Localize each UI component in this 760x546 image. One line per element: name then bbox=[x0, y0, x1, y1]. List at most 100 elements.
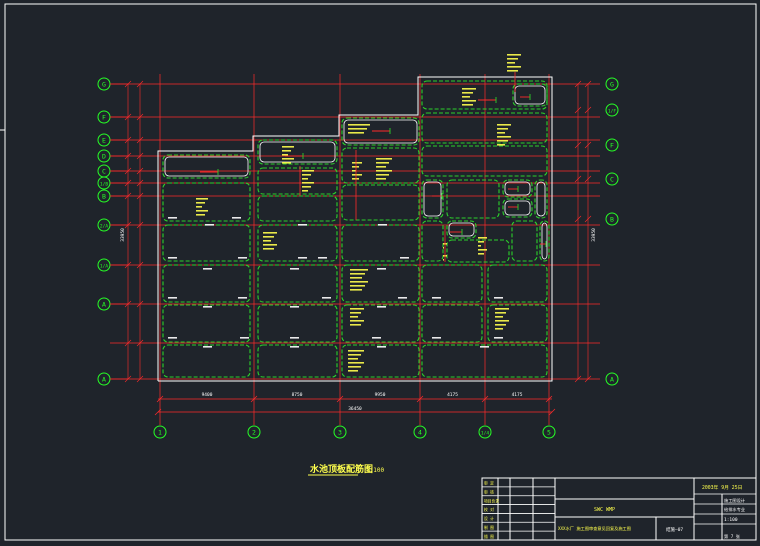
rebar-size-label bbox=[240, 337, 249, 339]
sheet-border bbox=[4, 3, 757, 541]
dim-tick bbox=[584, 215, 592, 223]
rebar-size-label bbox=[290, 337, 299, 339]
grid-bubble-row-left-label: F bbox=[102, 113, 106, 121]
slab-panel bbox=[162, 344, 251, 378]
dim-value-bottom: 8750 bbox=[292, 392, 303, 398]
annotation-text-line bbox=[302, 178, 308, 180]
annotation-text-line bbox=[350, 324, 361, 326]
slab-panel bbox=[512, 83, 548, 107]
dim-tick bbox=[136, 136, 144, 144]
slab-panel bbox=[341, 304, 420, 343]
annotation-text-line bbox=[507, 70, 518, 72]
grid-bubble-col-circle bbox=[542, 425, 556, 439]
panel-edge bbox=[448, 222, 475, 237]
slab-panel bbox=[162, 304, 251, 343]
slab-panel bbox=[257, 195, 338, 222]
panel-edge bbox=[536, 181, 546, 217]
dim-tick bbox=[574, 80, 582, 88]
grid-bubble-row-left-label: A bbox=[102, 375, 106, 383]
grid-bubble-col-label: 4 bbox=[418, 428, 422, 436]
grid-bubble-col-circle bbox=[247, 425, 261, 439]
rebar-size-label bbox=[377, 306, 386, 308]
dim-tick bbox=[136, 167, 144, 175]
dim-tick bbox=[584, 375, 592, 383]
grid-bubble-row-right-circle bbox=[605, 172, 619, 186]
annotation-text-line bbox=[282, 154, 288, 156]
panel-edge bbox=[541, 222, 548, 260]
annotation-text-line bbox=[507, 54, 521, 56]
title-block-row-label: 描 图 bbox=[484, 534, 494, 539]
rebar-annotations bbox=[168, 54, 547, 372]
rebar-size-label bbox=[168, 257, 177, 259]
annotation-text-line bbox=[348, 124, 370, 126]
project-description: XXX水厂 施工图审查意见回复及施工图 bbox=[558, 525, 631, 532]
slab-panel bbox=[257, 139, 338, 165]
annotation-text-line bbox=[348, 370, 358, 372]
dim-tick bbox=[584, 175, 592, 183]
panel-edge bbox=[164, 156, 249, 177]
dim-tick bbox=[136, 152, 144, 160]
slab-panel bbox=[421, 304, 483, 343]
dim-tick bbox=[574, 215, 582, 223]
annotation-text-line bbox=[376, 174, 389, 176]
slab-panel bbox=[341, 184, 420, 221]
grid-bubble-col-circle bbox=[478, 425, 492, 439]
rebar-size-label bbox=[238, 257, 247, 259]
slab-panel bbox=[341, 147, 420, 184]
annotation-text-line bbox=[497, 136, 511, 138]
grid-bubble-row-right-circle bbox=[605, 138, 619, 152]
slab-panel bbox=[421, 264, 483, 303]
annotation-text-line bbox=[348, 132, 364, 134]
annotation-text-line bbox=[302, 182, 314, 184]
slab-panel bbox=[257, 304, 338, 343]
annotation-text-line bbox=[350, 320, 364, 322]
annotation-text-line bbox=[282, 150, 291, 152]
annotation-text-line bbox=[348, 128, 367, 130]
slab-panel bbox=[341, 117, 420, 146]
annotation-text-line bbox=[196, 210, 208, 212]
rebar-size-label bbox=[298, 224, 307, 226]
annotation-text-line bbox=[497, 124, 511, 126]
annotation-text-line bbox=[376, 170, 392, 172]
dim-value-bottom: 4175 bbox=[512, 392, 523, 398]
annotation-text-line bbox=[462, 92, 473, 94]
slab-panels bbox=[162, 80, 550, 378]
grid-bubble-row-left-label: A bbox=[102, 300, 106, 308]
annotation-text-line bbox=[507, 66, 521, 68]
rebar-size-label bbox=[494, 337, 503, 339]
annotation-text-line bbox=[302, 186, 311, 188]
annotation-text-line bbox=[352, 170, 356, 172]
slab-panel bbox=[534, 179, 548, 219]
drawing-scale: 1:100 bbox=[366, 467, 384, 474]
annotation-text-line bbox=[497, 144, 505, 146]
dim-tick bbox=[250, 395, 258, 403]
annotation-text-line bbox=[462, 88, 476, 90]
annotation-text-line bbox=[196, 206, 202, 208]
annotation-text-line bbox=[350, 273, 365, 275]
discipline: 给排水专业 bbox=[724, 506, 745, 513]
grid-bubble-row-left-label: G bbox=[102, 80, 106, 88]
dim-tick bbox=[136, 80, 144, 88]
annotation-text-line bbox=[348, 354, 361, 356]
rebar-size-label bbox=[372, 337, 381, 339]
slab-panel bbox=[502, 198, 533, 218]
slab-panel bbox=[421, 344, 548, 378]
grid-bubble-row-left-label: B bbox=[102, 192, 106, 200]
dim-tick bbox=[545, 395, 553, 403]
slab-panel bbox=[162, 264, 251, 303]
slab-panel bbox=[446, 220, 477, 239]
rebar-size-label bbox=[432, 297, 441, 299]
panel-edge bbox=[259, 141, 336, 163]
rebar-size-label bbox=[238, 297, 247, 299]
panel-edge bbox=[504, 200, 531, 216]
slab-panel bbox=[421, 112, 548, 144]
grid-bubble-col-circle bbox=[413, 425, 427, 439]
annotation-text-line bbox=[376, 162, 389, 164]
annotation-text-line bbox=[350, 289, 362, 291]
dim-value-bottom: 4175 bbox=[447, 392, 458, 398]
slab-panel bbox=[341, 264, 420, 303]
company-name: SWC WMP bbox=[594, 507, 615, 513]
